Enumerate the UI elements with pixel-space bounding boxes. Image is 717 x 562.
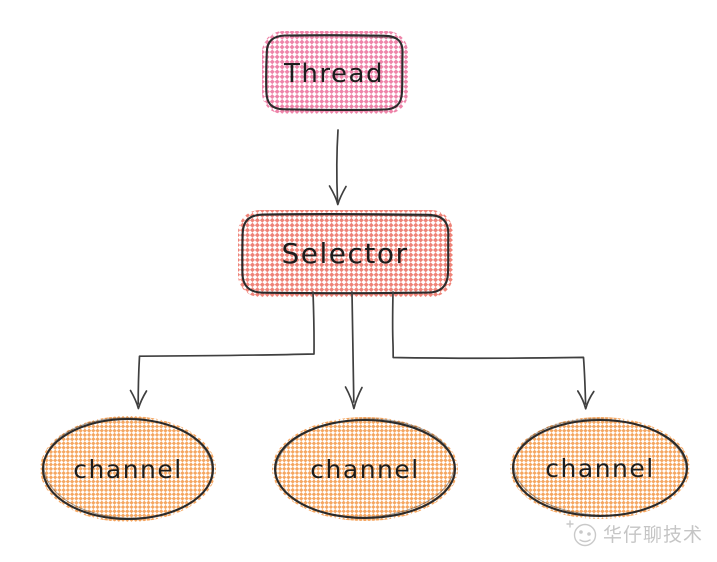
node-channel-3: channel (510, 417, 690, 519)
channel-2-sketch-line (275, 418, 455, 518)
watermark: 华仔聊技术 (566, 520, 703, 547)
selector-box (241, 213, 450, 295)
node-channel-2: channel (272, 417, 458, 521)
arrowhead-icon (576, 390, 595, 410)
channel-2-ellipse (273, 418, 457, 520)
edge-selector-channel-1 (129, 291, 315, 410)
edge-thread-selector (328, 129, 347, 206)
arrowhead-icon (129, 389, 148, 410)
channel-3-ellipse (511, 418, 689, 518)
arrowhead-icon (344, 386, 363, 410)
node-selector: Selector (238, 210, 453, 297)
channel-1-sketch-line (43, 417, 213, 519)
thread-box (265, 34, 404, 112)
edge-line (137, 291, 315, 405)
thread-label: Thread (283, 59, 384, 89)
watermark-text: 华仔聊技术 (603, 524, 703, 546)
channel-3-fill (510, 417, 690, 519)
node-channel-1: channel (40, 416, 216, 522)
watermark-logo-icon (566, 520, 597, 547)
edge-line (391, 291, 587, 405)
selector-box-fill (238, 210, 453, 297)
edge-selector-channel-2 (344, 291, 363, 410)
channel-3-label: channel (545, 454, 654, 483)
channel-2-label: channel (310, 455, 419, 484)
edge-line (335, 129, 339, 202)
arrowhead-icon (328, 185, 347, 206)
channel-1-fill (40, 416, 216, 522)
node-thread: Thread (262, 31, 408, 114)
thread-box-sketch-line (289, 35, 399, 39)
channel-3-sketch-line (513, 418, 687, 516)
edge-line (351, 291, 355, 403)
thread-box-fill (262, 31, 408, 114)
channel-1-label: channel (73, 455, 182, 484)
channel-2-fill (272, 417, 458, 521)
channel-1-ellipse (41, 417, 215, 521)
edge-selector-channel-3 (391, 291, 595, 410)
selector-label: Selector (281, 237, 408, 270)
selector-box-sketch-line (254, 214, 441, 218)
